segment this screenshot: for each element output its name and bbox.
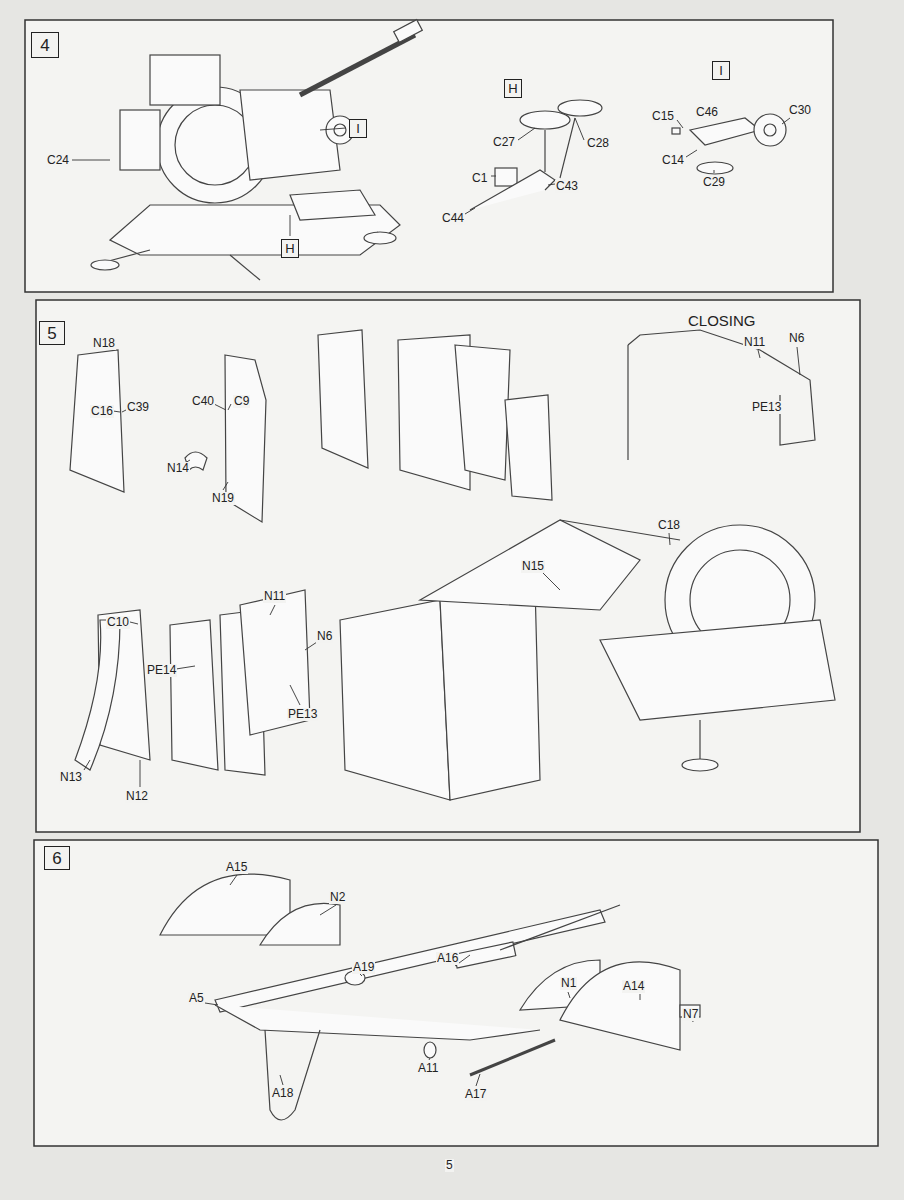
part-label: PE14 [146, 664, 177, 677]
part-label: C29 [702, 176, 726, 189]
part-label: N11 [743, 336, 766, 349]
part-label: N12 [125, 790, 149, 803]
part-label: C24 [46, 154, 70, 167]
part-label: A15 [225, 861, 248, 874]
part-label: A14 [622, 980, 645, 993]
subassembly-drawing [470, 100, 602, 210]
step-number-box: 6 [44, 846, 70, 870]
part-label: N13 [59, 771, 83, 784]
part-label: C43 [555, 180, 579, 193]
step-number: H [285, 242, 294, 255]
subassembly-drawing [672, 114, 786, 174]
part-label: A11 [417, 1062, 439, 1075]
part-label: C40 [191, 395, 215, 408]
part-label: C9 [233, 395, 250, 408]
part-label: C18 [657, 519, 681, 532]
part-label: PE13 [751, 401, 782, 414]
part-label: N11 [263, 590, 286, 603]
part-label: A18 [271, 1087, 294, 1100]
gun-drawing [91, 20, 422, 280]
step-number: I [356, 122, 360, 135]
part-label: A17 [464, 1088, 487, 1101]
step-number-box: 5 [39, 321, 65, 345]
leader-line [72, 128, 346, 236]
part-label: C44 [441, 212, 465, 225]
part-label: C15 [651, 110, 675, 123]
part-label: A16 [436, 952, 459, 965]
step-number-box: I [349, 119, 367, 138]
step-number-box: H [281, 239, 299, 258]
step-number: 4 [40, 37, 49, 54]
leader-line [677, 118, 790, 173]
shield-drawing [70, 330, 835, 800]
step-number: 5 [47, 325, 56, 342]
part-label: N14 [166, 462, 190, 475]
part-label: C28 [586, 137, 610, 150]
chassis-drawing [160, 874, 700, 1120]
step-panel [25, 20, 833, 292]
part-label: C30 [788, 104, 812, 117]
step-panel [36, 300, 860, 832]
step-number-box: I [712, 61, 730, 80]
part-label: N15 [521, 560, 545, 573]
leader-line [84, 347, 800, 787]
part-label: CLOSING [687, 314, 757, 327]
part-label: C1 [471, 172, 488, 185]
step-number-box: H [504, 79, 522, 98]
step-number: I [719, 64, 723, 77]
part-label: C39 [126, 401, 150, 414]
part-label: A5 [188, 992, 205, 1005]
part-label: N2 [329, 891, 346, 904]
step-panel [34, 840, 878, 1146]
part-label: C14 [661, 154, 685, 167]
step-number: H [508, 82, 517, 95]
part-label: C46 [695, 106, 719, 119]
step-number-box: 4 [31, 32, 59, 58]
leader-line [205, 875, 693, 1086]
part-label: C10 [106, 616, 130, 629]
leader-line [465, 118, 584, 214]
step-number: 6 [52, 850, 61, 867]
part-label: N18 [92, 337, 116, 350]
part-label: N6 [788, 332, 805, 345]
part-label: C27 [492, 136, 516, 149]
part-label: C16 [90, 405, 114, 418]
part-label: N6 [316, 630, 333, 643]
part-label: A19 [352, 961, 375, 974]
part-label: N19 [211, 492, 235, 505]
part-label: N1 [560, 977, 577, 990]
part-label: PE13 [287, 708, 318, 721]
page-number: 5 [445, 1159, 454, 1172]
part-label: N7 [682, 1008, 699, 1021]
